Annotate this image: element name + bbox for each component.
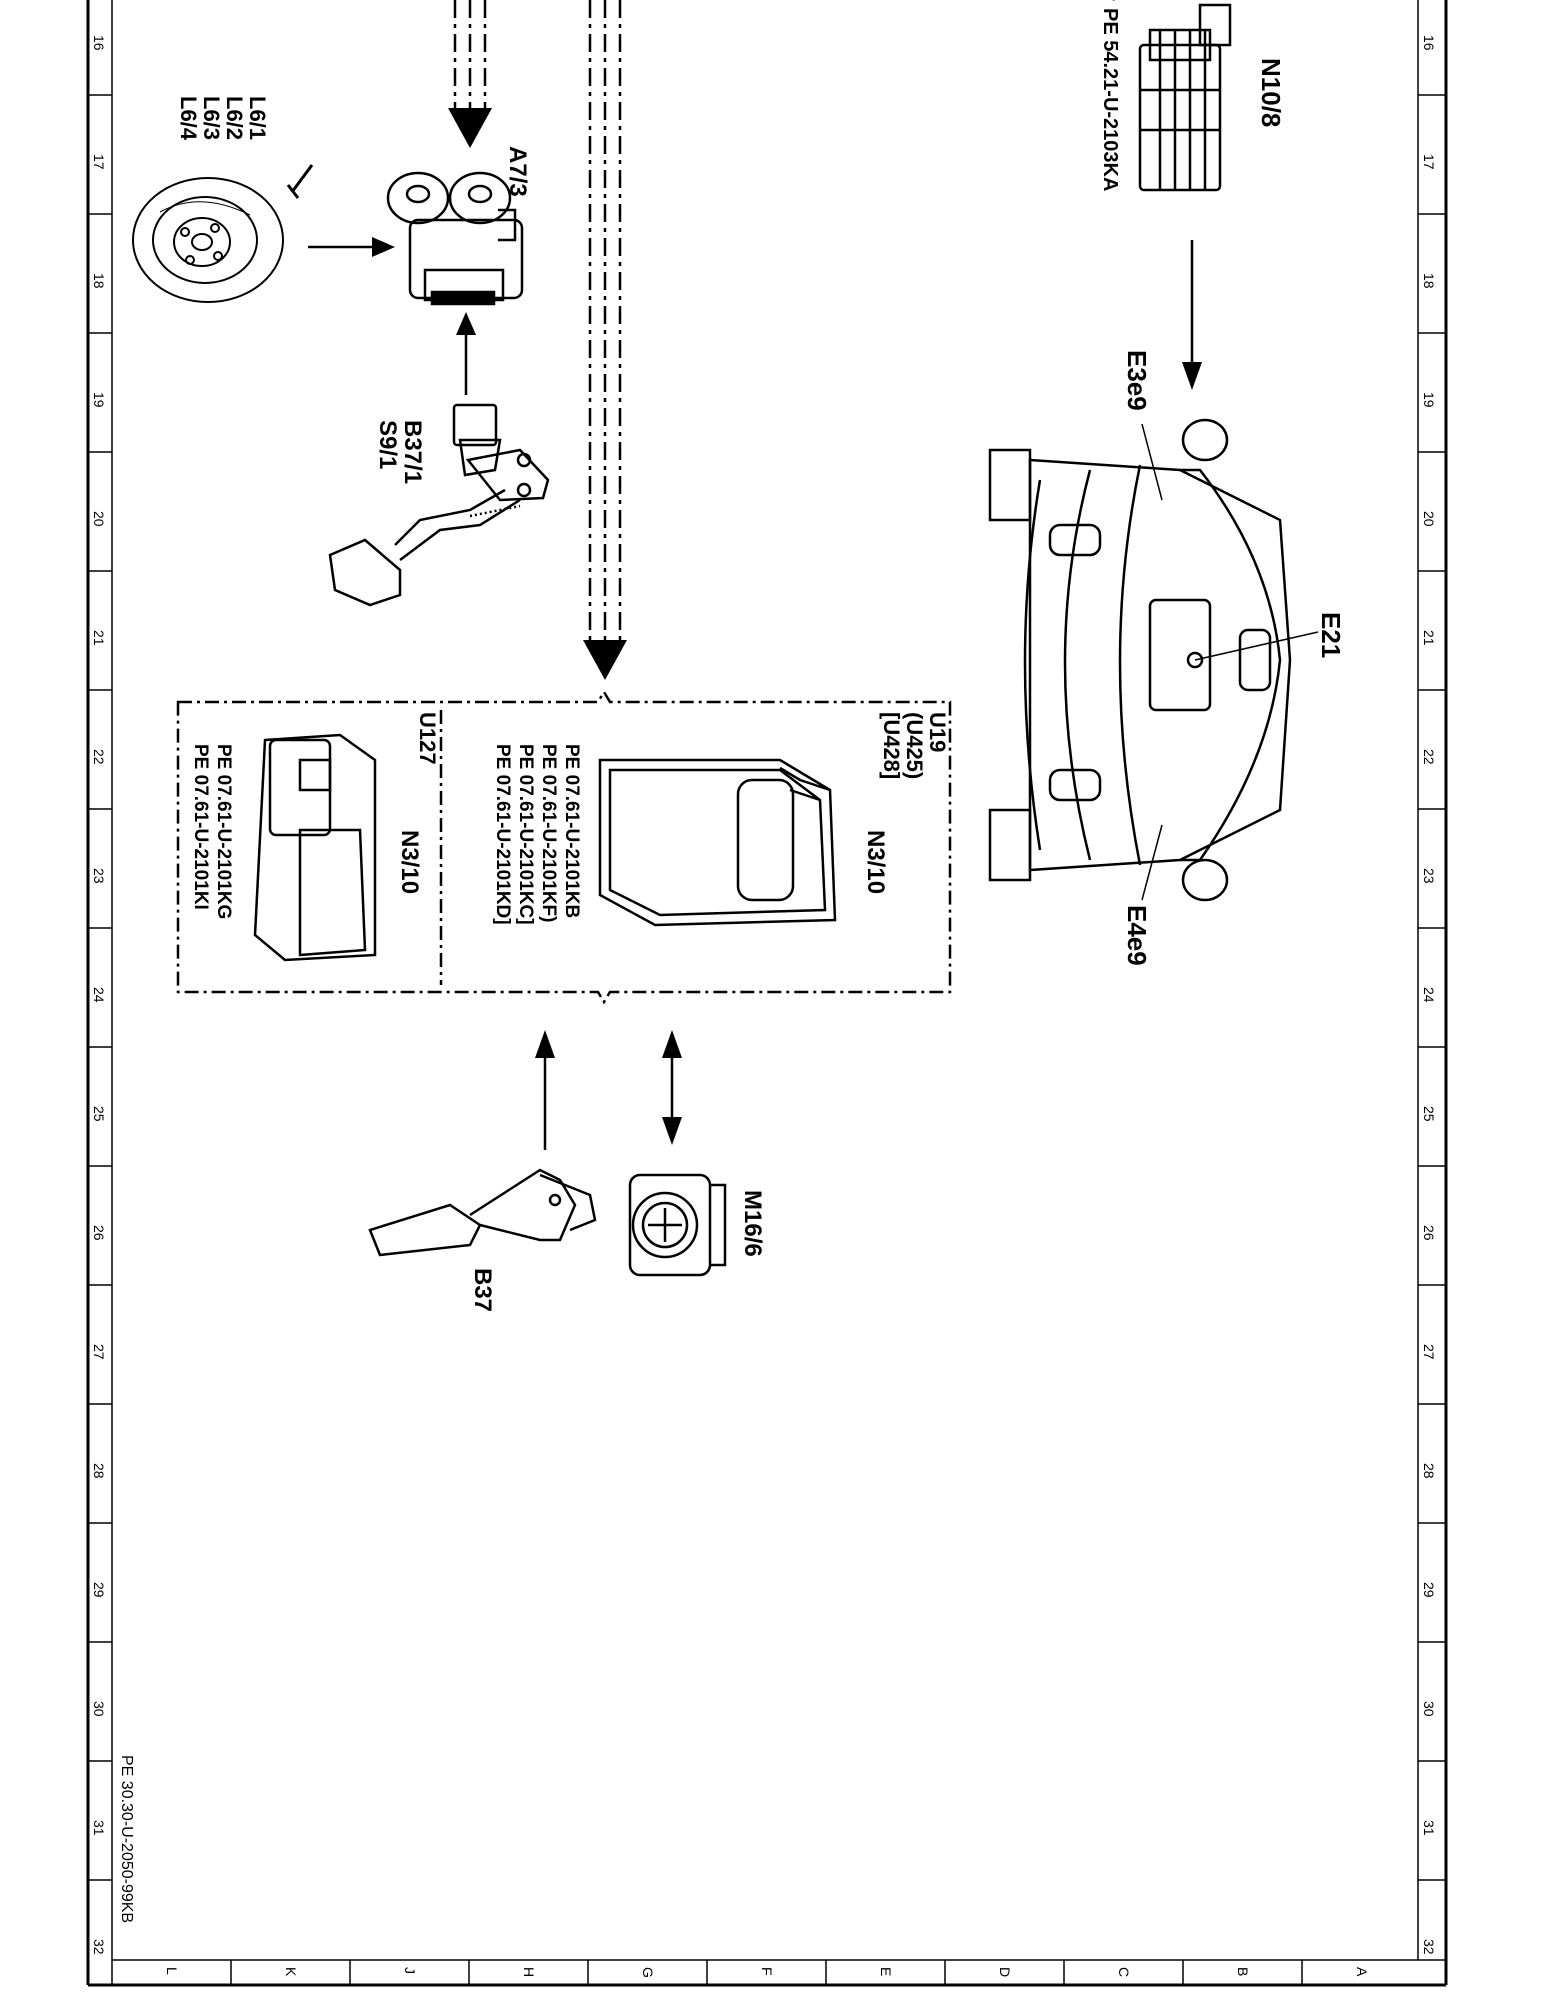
label-s9-1: S9/1 (374, 420, 401, 469)
label-e3e9: E3e9 (1122, 350, 1152, 411)
row-number-label: 25 (1421, 1106, 1437, 1122)
row-number-label: 30 (1421, 1701, 1437, 1717)
row-number-label: 19 (1421, 392, 1437, 408)
row-number-label: 18 (91, 273, 107, 289)
label-b37-1: B37/1 (399, 420, 426, 484)
row-number-label: 24 (1421, 987, 1437, 1003)
column-letter-label: J (402, 1967, 418, 1974)
connection-lines (308, 0, 1194, 1150)
label-L6: L6/1 L6/2 L6/3 L6/4 (176, 96, 270, 141)
column-letter-label: H (521, 1967, 537, 1977)
ecu-dashed-frame (176, 689, 952, 1005)
column-letter-label: K (283, 1967, 299, 1977)
label-l6-2: L6/2 (222, 96, 247, 140)
variant-u428: [U428] (879, 712, 904, 779)
label-e4e9: E4e9 (1122, 905, 1152, 966)
row-number-label: 21 (91, 630, 107, 646)
drawing-frame (86, 0, 1448, 1987)
ecu-u127-icon (253, 733, 377, 962)
row-number-label: 29 (91, 1582, 107, 1598)
ref-2101ki: PE 07.61-U-2101KI (190, 744, 211, 910)
row-number-label: 23 (91, 868, 107, 884)
column-letter-label: C (1116, 1967, 1132, 1977)
variant-u19: U19 (925, 712, 950, 752)
column-letter-label: F (759, 1967, 775, 1976)
row-number-label: 29 (1421, 1582, 1437, 1598)
ref-2101kf: PE 07.61-U-2101KF) (538, 744, 559, 922)
row-number-label: 22 (91, 749, 107, 765)
ecu-u19-icon (598, 758, 837, 927)
row-number-label: 19 (91, 392, 107, 408)
label-b37: B37 (469, 1268, 496, 1312)
row-number-label: 22 (1421, 749, 1437, 765)
brake-disc-icon (132, 177, 284, 303)
ref-2101kb: PE 07.61-U-2101KB (561, 744, 582, 918)
label-l6-4: L6/4 (176, 96, 201, 141)
label-n3-10-u127: N3/10 (396, 830, 423, 894)
label-n3-10: N3/10 (862, 830, 889, 894)
ecu-u127-text: U127 N3/10 PE 07.61-U-2101KG PE 07.61-U-… (190, 712, 440, 919)
arrowheads (372, 108, 1202, 1145)
row-number-label: 23 (1421, 868, 1437, 884)
variant-u425: (U425) (902, 712, 927, 779)
variant-u127: U127 (415, 712, 440, 765)
column-letter-label: B (1235, 1967, 1251, 1976)
row-number-label: 24 (91, 987, 107, 1003)
row-number-label: 16 (91, 35, 107, 51)
row-number-label: 18 (1421, 273, 1437, 289)
ref-icon: ☞ (1099, 0, 1121, 2)
wheel-speed-sensor-icon (286, 164, 314, 199)
row-number-label: 17 (91, 154, 107, 170)
row-number-label: 26 (91, 1225, 107, 1241)
sam-control-unit-icon (1138, 3, 1232, 192)
accelerator-pedal-icon (368, 1168, 597, 1257)
document-reference: PE 30.30-U-2050-99KB (118, 1755, 135, 1923)
vehicle-rear-view-icon (988, 418, 1292, 902)
row-number-label: 27 (91, 1344, 107, 1360)
ecu-u19-text: U19 (U425) [U428] N3/10 PE 07.61-U-2101K… (492, 712, 950, 925)
row-grid-ticks: 16 16 17 17 18 18 19 19 20 20 21 21 22 22 23 23 24 24 25 25… (88, 35, 1446, 1955)
ref-2101kc: PE 07.61-U-2101KC] (515, 744, 536, 925)
row-number-label: 32 (1421, 1939, 1437, 1955)
column-letter-label: E (878, 1967, 894, 1976)
row-number-label: 17 (1421, 154, 1437, 170)
column-letter-label: D (997, 1967, 1013, 1977)
throttle-actuator-icon (628, 1173, 727, 1277)
label-m16-6: M16/6 (739, 1190, 766, 1257)
label-e21: E21 (1316, 612, 1346, 658)
hydraulic-unit-icon (386, 171, 524, 306)
label-l6-3: L6/3 (199, 96, 224, 140)
column-letter-label: L (164, 1967, 180, 1975)
label-l6-1: L6/1 (245, 96, 270, 140)
row-number-label: 25 (91, 1106, 107, 1122)
column-letter-label: A (1354, 1967, 1370, 1977)
row-number-label: 27 (1421, 1344, 1437, 1360)
row-number-label: 31 (91, 1820, 107, 1836)
row-number-label: 26 (1421, 1225, 1437, 1241)
label-a7-3: A7/3 (504, 146, 531, 197)
row-number-label: 20 (1421, 511, 1437, 527)
ref-2101kg: PE 07.61-U-2101KG (213, 744, 234, 919)
label-n10-8: N10/8 (1256, 58, 1286, 127)
row-number-label: 20 (91, 511, 107, 527)
row-number-label: 31 (1421, 1820, 1437, 1836)
column-letter-label: G (640, 1967, 656, 1978)
row-number-label: 28 (1421, 1463, 1437, 1479)
leader-lines (1141, 423, 1319, 901)
row-number-label: 28 (91, 1463, 107, 1479)
brake-pedal-icon (328, 403, 550, 607)
row-number-label: 30 (91, 1701, 107, 1717)
row-number-label: 21 (1421, 630, 1437, 646)
row-number-label: 32 (91, 1939, 107, 1955)
ref-n10-8: PE 54.21-U-2103KA (1099, 8, 1121, 191)
row-number-label: 16 (1421, 35, 1437, 51)
ref-2101kd: PE 07.61-U-2101KD] (492, 744, 513, 925)
